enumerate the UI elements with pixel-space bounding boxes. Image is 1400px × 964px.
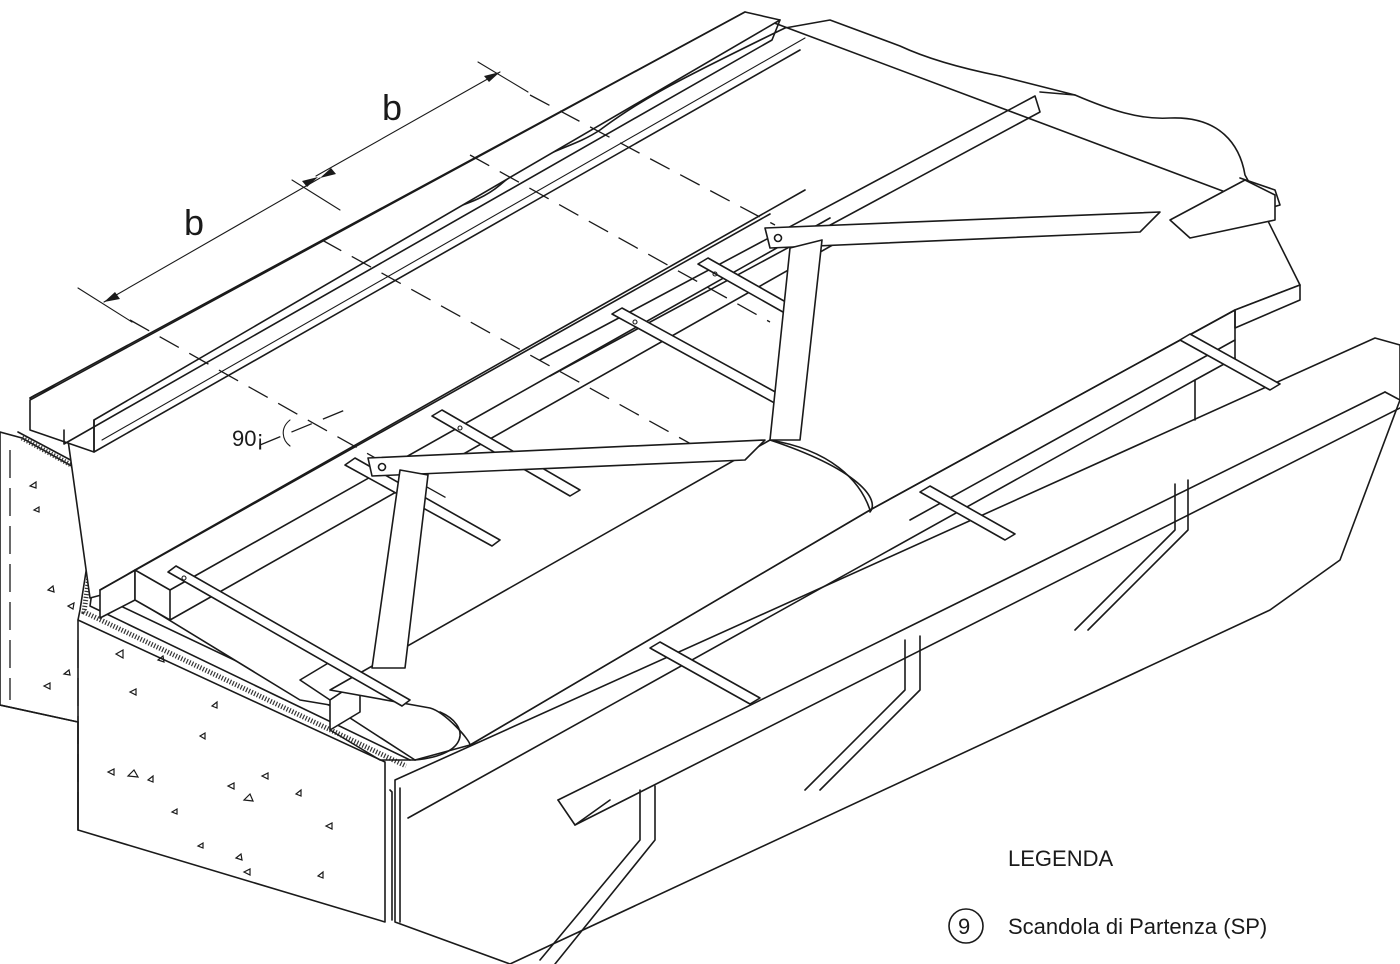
legend: LEGENDA 9 Scandola di Partenza (SP) (948, 846, 1267, 944)
legend-item-label: Scandola di Partenza (SP) (1008, 914, 1267, 939)
aggregate-marks (28, 480, 333, 879)
gutter (389, 333, 1400, 964)
starter-shingle-brackets (367, 211, 1161, 669)
layout-dashed-lines (129, 94, 776, 501)
dimension-label-b-lower: b (184, 202, 204, 243)
legend-title: LEGENDA (1008, 846, 1113, 871)
angle-label-90: 90¡ (232, 426, 264, 451)
dimension-lines: b b 90¡ (77, 61, 529, 451)
dimension-label-b-upper: b (382, 87, 402, 128)
roof-panels (29, 11, 1301, 761)
legend-item-number: 9 (958, 914, 970, 939)
legend-item-number-circle (948, 908, 984, 944)
